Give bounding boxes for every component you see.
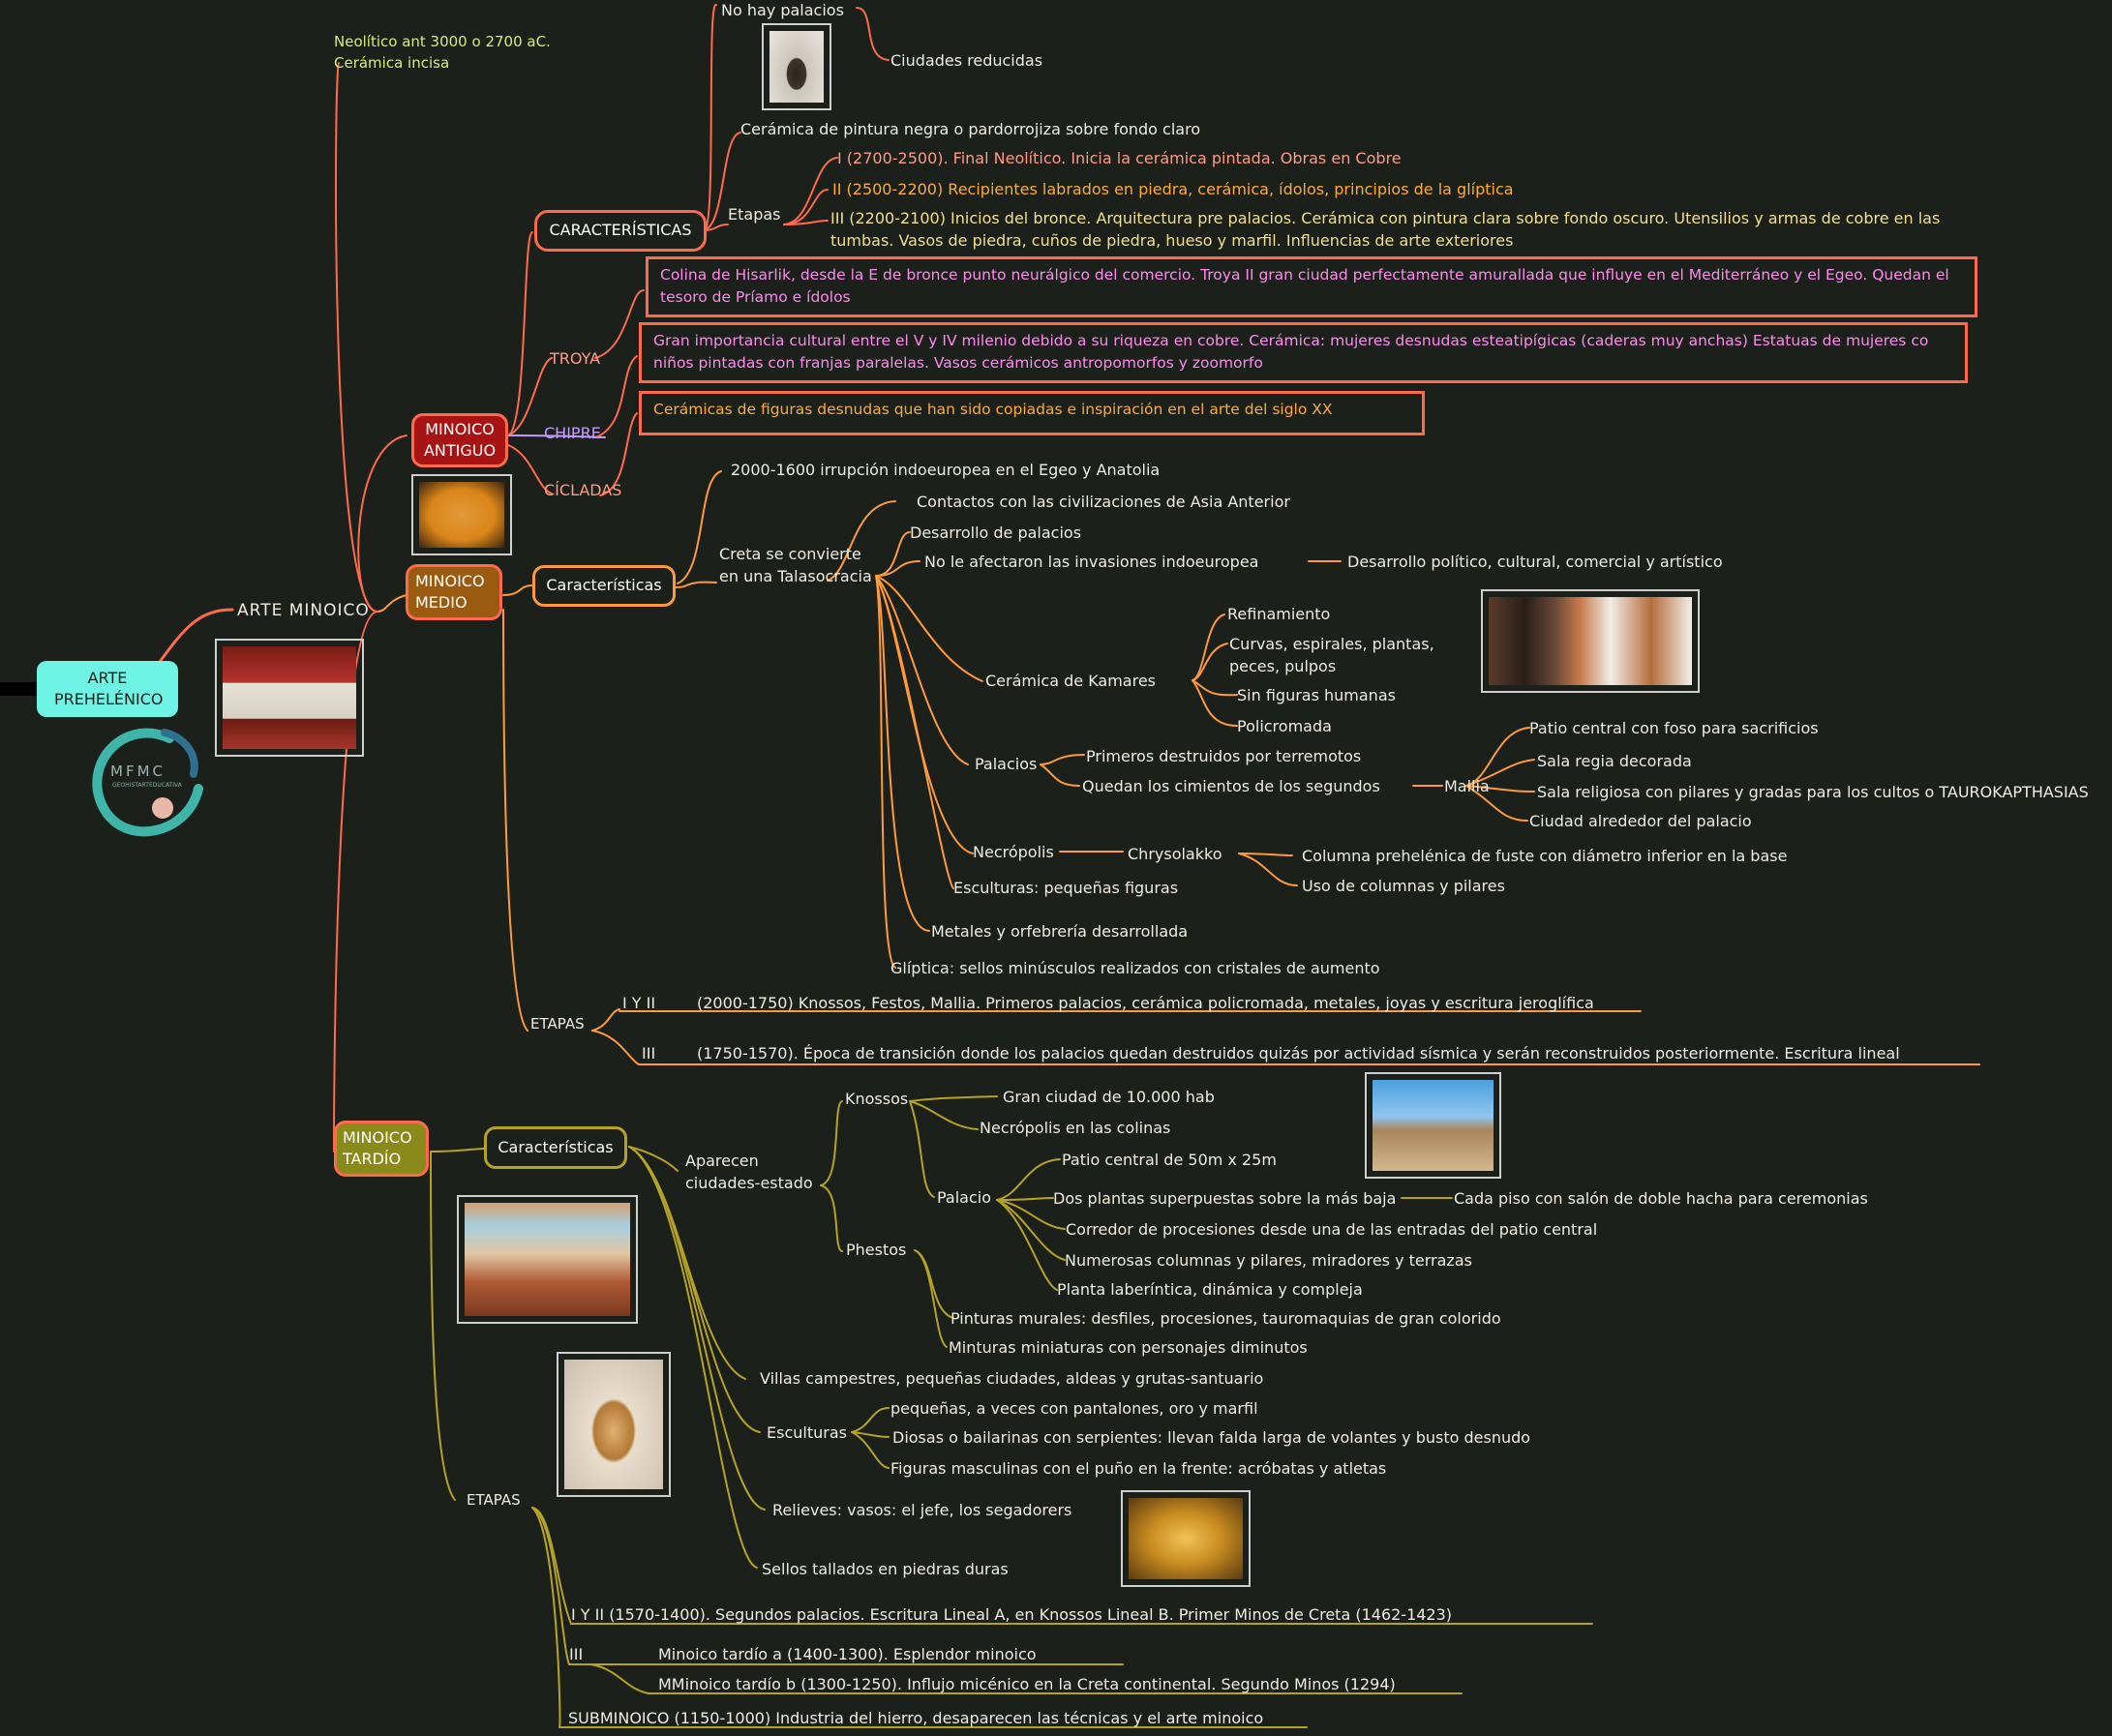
tardio-etapa-12[interactable]: I Y II (1570-1400). Segundos palacios. E…	[571, 1605, 1453, 1624]
etapa-iii[interactable]: III (2200-2100) Inicios del bronce. Arqu…	[830, 209, 1941, 251]
tardio-etapa-3-label[interactable]: III	[569, 1645, 584, 1663]
esculturas-medio[interactable]: Esculturas: pequeñas figuras	[953, 879, 1179, 897]
gran-ciudad[interactable]: Gran ciudad de 10.000 hab	[1003, 1088, 1215, 1106]
chrysolakko[interactable]: Chrysolakko	[1128, 845, 1222, 863]
tardio-node[interactable]: MINOICO TARDÍO	[334, 1121, 429, 1177]
medio-etapa-3-label[interactable]: III	[642, 1044, 656, 1063]
desarrollo-politico[interactable]: Desarrollo político, cultural, comercial…	[1347, 553, 1723, 571]
troya-label[interactable]: TROYA	[550, 349, 601, 368]
palacio-label[interactable]: Palacio	[937, 1188, 992, 1207]
mallia-item-1[interactable]: Patio central con foso para sacrificios	[1529, 719, 1819, 737]
palacios-quedan[interactable]: Quedan los cimientos de los segundos	[1082, 777, 1380, 795]
knossos-ruins-image	[1365, 1072, 1501, 1179]
tardio-etapa-3b[interactable]: MMinoico tardío b (1300-1250). Influjo m…	[658, 1675, 1396, 1693]
metales[interactable]: Metales y orfebrería desarrollada	[931, 922, 1189, 941]
knossos-necropolis[interactable]: Necrópolis en las colinas	[980, 1119, 1171, 1137]
etapa-i[interactable]: I (2700-2500). Final Neolítico. Inicia l…	[837, 149, 1402, 167]
logo-text: MFMC	[110, 763, 166, 780]
dolphin-fresco-image	[457, 1195, 638, 1324]
kamares-label[interactable]: Cerámica de Kamares	[985, 672, 1157, 690]
medio-etapas-label[interactable]: ETAPAS	[530, 1015, 585, 1033]
logo: MFMC GEOHISTARTEDUCATIVA	[77, 721, 208, 837]
medio-etapa-1-label[interactable]: I Y II	[622, 994, 656, 1012]
jug-image	[762, 23, 831, 110]
logo-swirl-icon	[92, 728, 203, 837]
kamares-vases-image	[1481, 589, 1700, 693]
sellos[interactable]: Sellos tallados en piedras duras	[762, 1560, 1009, 1578]
chipre-label[interactable]: CHIPRE	[544, 424, 601, 442]
pinturas-murales[interactable]: Pinturas murales: desfiles, procesiones,…	[950, 1309, 1501, 1328]
ciudades-reducidas[interactable]: Ciudades reducidas	[890, 51, 1043, 70]
planta-laberintica[interactable]: Planta laberíntica, dinámica y compleja	[1057, 1280, 1363, 1299]
palacios-primeros[interactable]: Primeros destruidos por terremotos	[1086, 747, 1362, 765]
mallia-item-4[interactable]: Ciudad alrededor del palacio	[1529, 812, 1752, 830]
antiguo-node[interactable]: MINOICO ANTIGUO	[411, 413, 508, 467]
escultura-item-3[interactable]: Figuras masculinas con el puño en la fre…	[890, 1459, 1387, 1478]
talasocracia[interactable]: Creta se convierte en una Talasocracia	[719, 545, 872, 586]
necropolis-label[interactable]: Necrópolis	[973, 843, 1054, 861]
gold-cup-image	[1121, 1490, 1251, 1587]
relieves[interactable]: Relieves: vasos: el jefe, los segadorers	[772, 1501, 1072, 1519]
no-palacios[interactable]: No hay palacios	[721, 1, 844, 19]
dos-plantas[interactable]: Dos plantas superpuestas sobre la más ba…	[1053, 1189, 1397, 1208]
kamares-item-4[interactable]: Policromada	[1237, 717, 1332, 735]
aparecen-ciudades[interactable]: Aparecen ciudades-estado	[685, 1152, 813, 1193]
mallia-label[interactable]: Mallia	[1444, 777, 1490, 795]
etapa-ii[interactable]: II (2500-2200) Recipientes labrados en p…	[832, 180, 1514, 198]
idol-image	[411, 474, 512, 555]
corredor[interactable]: Corredor de procesiones desde una de las…	[1066, 1220, 1598, 1239]
kamares-item-1[interactable]: Refinamiento	[1227, 605, 1331, 623]
subminoico[interactable]: SUBMINOICO (1150-1000) Industria del hie…	[568, 1709, 1264, 1727]
knossos-label[interactable]: Knossos	[845, 1090, 909, 1108]
cada-piso[interactable]: Cada piso con salón de doble hacha para …	[1454, 1189, 1868, 1208]
necropolis-item-1[interactable]: Columna prehelénica de fuste con diámetr…	[1302, 847, 1788, 865]
contactos[interactable]: Contactos con las civilizaciones de Asia…	[917, 493, 1290, 511]
mallia-item-3[interactable]: Sala religiosa con pilares y gradas para…	[1537, 783, 2089, 801]
cicladas-box[interactable]: Cerámicas de figuras desnudas que han si…	[639, 391, 1425, 435]
phestos-label[interactable]: Phestos	[846, 1241, 907, 1259]
main-topic[interactable]: ARTE MINOICO	[237, 601, 370, 620]
esculturas-tardio-label[interactable]: Esculturas	[767, 1423, 847, 1442]
root-node[interactable]: ARTE PREHELÉNICO	[37, 661, 178, 717]
escultura-item-1[interactable]: pequeñas, a veces con pantalones, oro y …	[890, 1399, 1258, 1418]
snake-goddess-image	[557, 1352, 671, 1497]
antiguo-caracteristicas-node[interactable]: CARACTERÍSTICAS	[534, 210, 707, 252]
medio-etapa-3[interactable]: (1750-1570). Época de transición donde l…	[697, 1044, 1900, 1063]
tardio-caracteristicas-node[interactable]: Características	[484, 1126, 627, 1169]
root-label: ARTE PREHELÉNICO	[54, 668, 164, 708]
ceramica-negra[interactable]: Cerámica de pintura negra o pardorrojiza…	[740, 120, 1201, 138]
neolitico-text[interactable]: Neolítico ant 3000 o 2700 aC. Cerámica i…	[334, 33, 551, 72]
palacios-label[interactable]: Palacios	[975, 755, 1038, 773]
medio-caracteristicas-node[interactable]: Características	[532, 565, 676, 607]
patio-central[interactable]: Patio central de 50m x 25m	[1062, 1151, 1277, 1169]
numerosas-columnas[interactable]: Numerosas columnas y pilares, miradores …	[1065, 1251, 1472, 1270]
necropolis-item-2[interactable]: Uso de columnas y pilares	[1302, 877, 1505, 895]
no-afectaron[interactable]: No le afectaron las invasiones indoeurop…	[924, 553, 1259, 571]
fresco-image	[215, 639, 364, 757]
tardio-etapa-3a[interactable]: Minoico tardío a (1400-1300). Esplendor …	[658, 1645, 1037, 1663]
gliptica[interactable]: Glíptica: sellos minúsculos realizados c…	[890, 959, 1380, 977]
desarrollo-palacios[interactable]: Desarrollo de palacios	[910, 524, 1082, 542]
medio-etapa-1[interactable]: (2000-1750) Knossos, Festos, Mallia. Pri…	[697, 994, 1594, 1012]
minturas[interactable]: Minturas miniaturas con personajes dimin…	[949, 1338, 1308, 1357]
mallia-item-2[interactable]: Sala regia decorada	[1537, 752, 1692, 770]
troya-box[interactable]: Colina de Hisarlik, desde la E de bronce…	[646, 256, 1977, 317]
kamares-item-3[interactable]: Sin figuras humanas	[1237, 686, 1396, 704]
logo-subtext: GEOHISTARTEDUCATIVA	[112, 782, 182, 789]
kamares-item-2[interactable]: Curvas, espirales, plantas, peces, pulpo…	[1229, 635, 1434, 676]
irrupcion[interactable]: 2000-1600 irrupción indoeuropea en el Eg…	[731, 461, 1161, 479]
tardio-etapas-label[interactable]: ETAPAS	[467, 1491, 521, 1509]
escultura-item-2[interactable]: Diosas o bailarinas con serpientes: llev…	[892, 1428, 1531, 1447]
cicladas-label[interactable]: CÍCLADAS	[544, 481, 622, 499]
chipre-box[interactable]: Gran importancia cultural entre el V y I…	[639, 322, 1968, 383]
etapas-label[interactable]: Etapas	[728, 205, 781, 224]
villas[interactable]: Villas campestres, pequeñas ciudades, al…	[760, 1369, 1264, 1388]
medio-node[interactable]: MINOICO MEDIO	[406, 564, 502, 620]
